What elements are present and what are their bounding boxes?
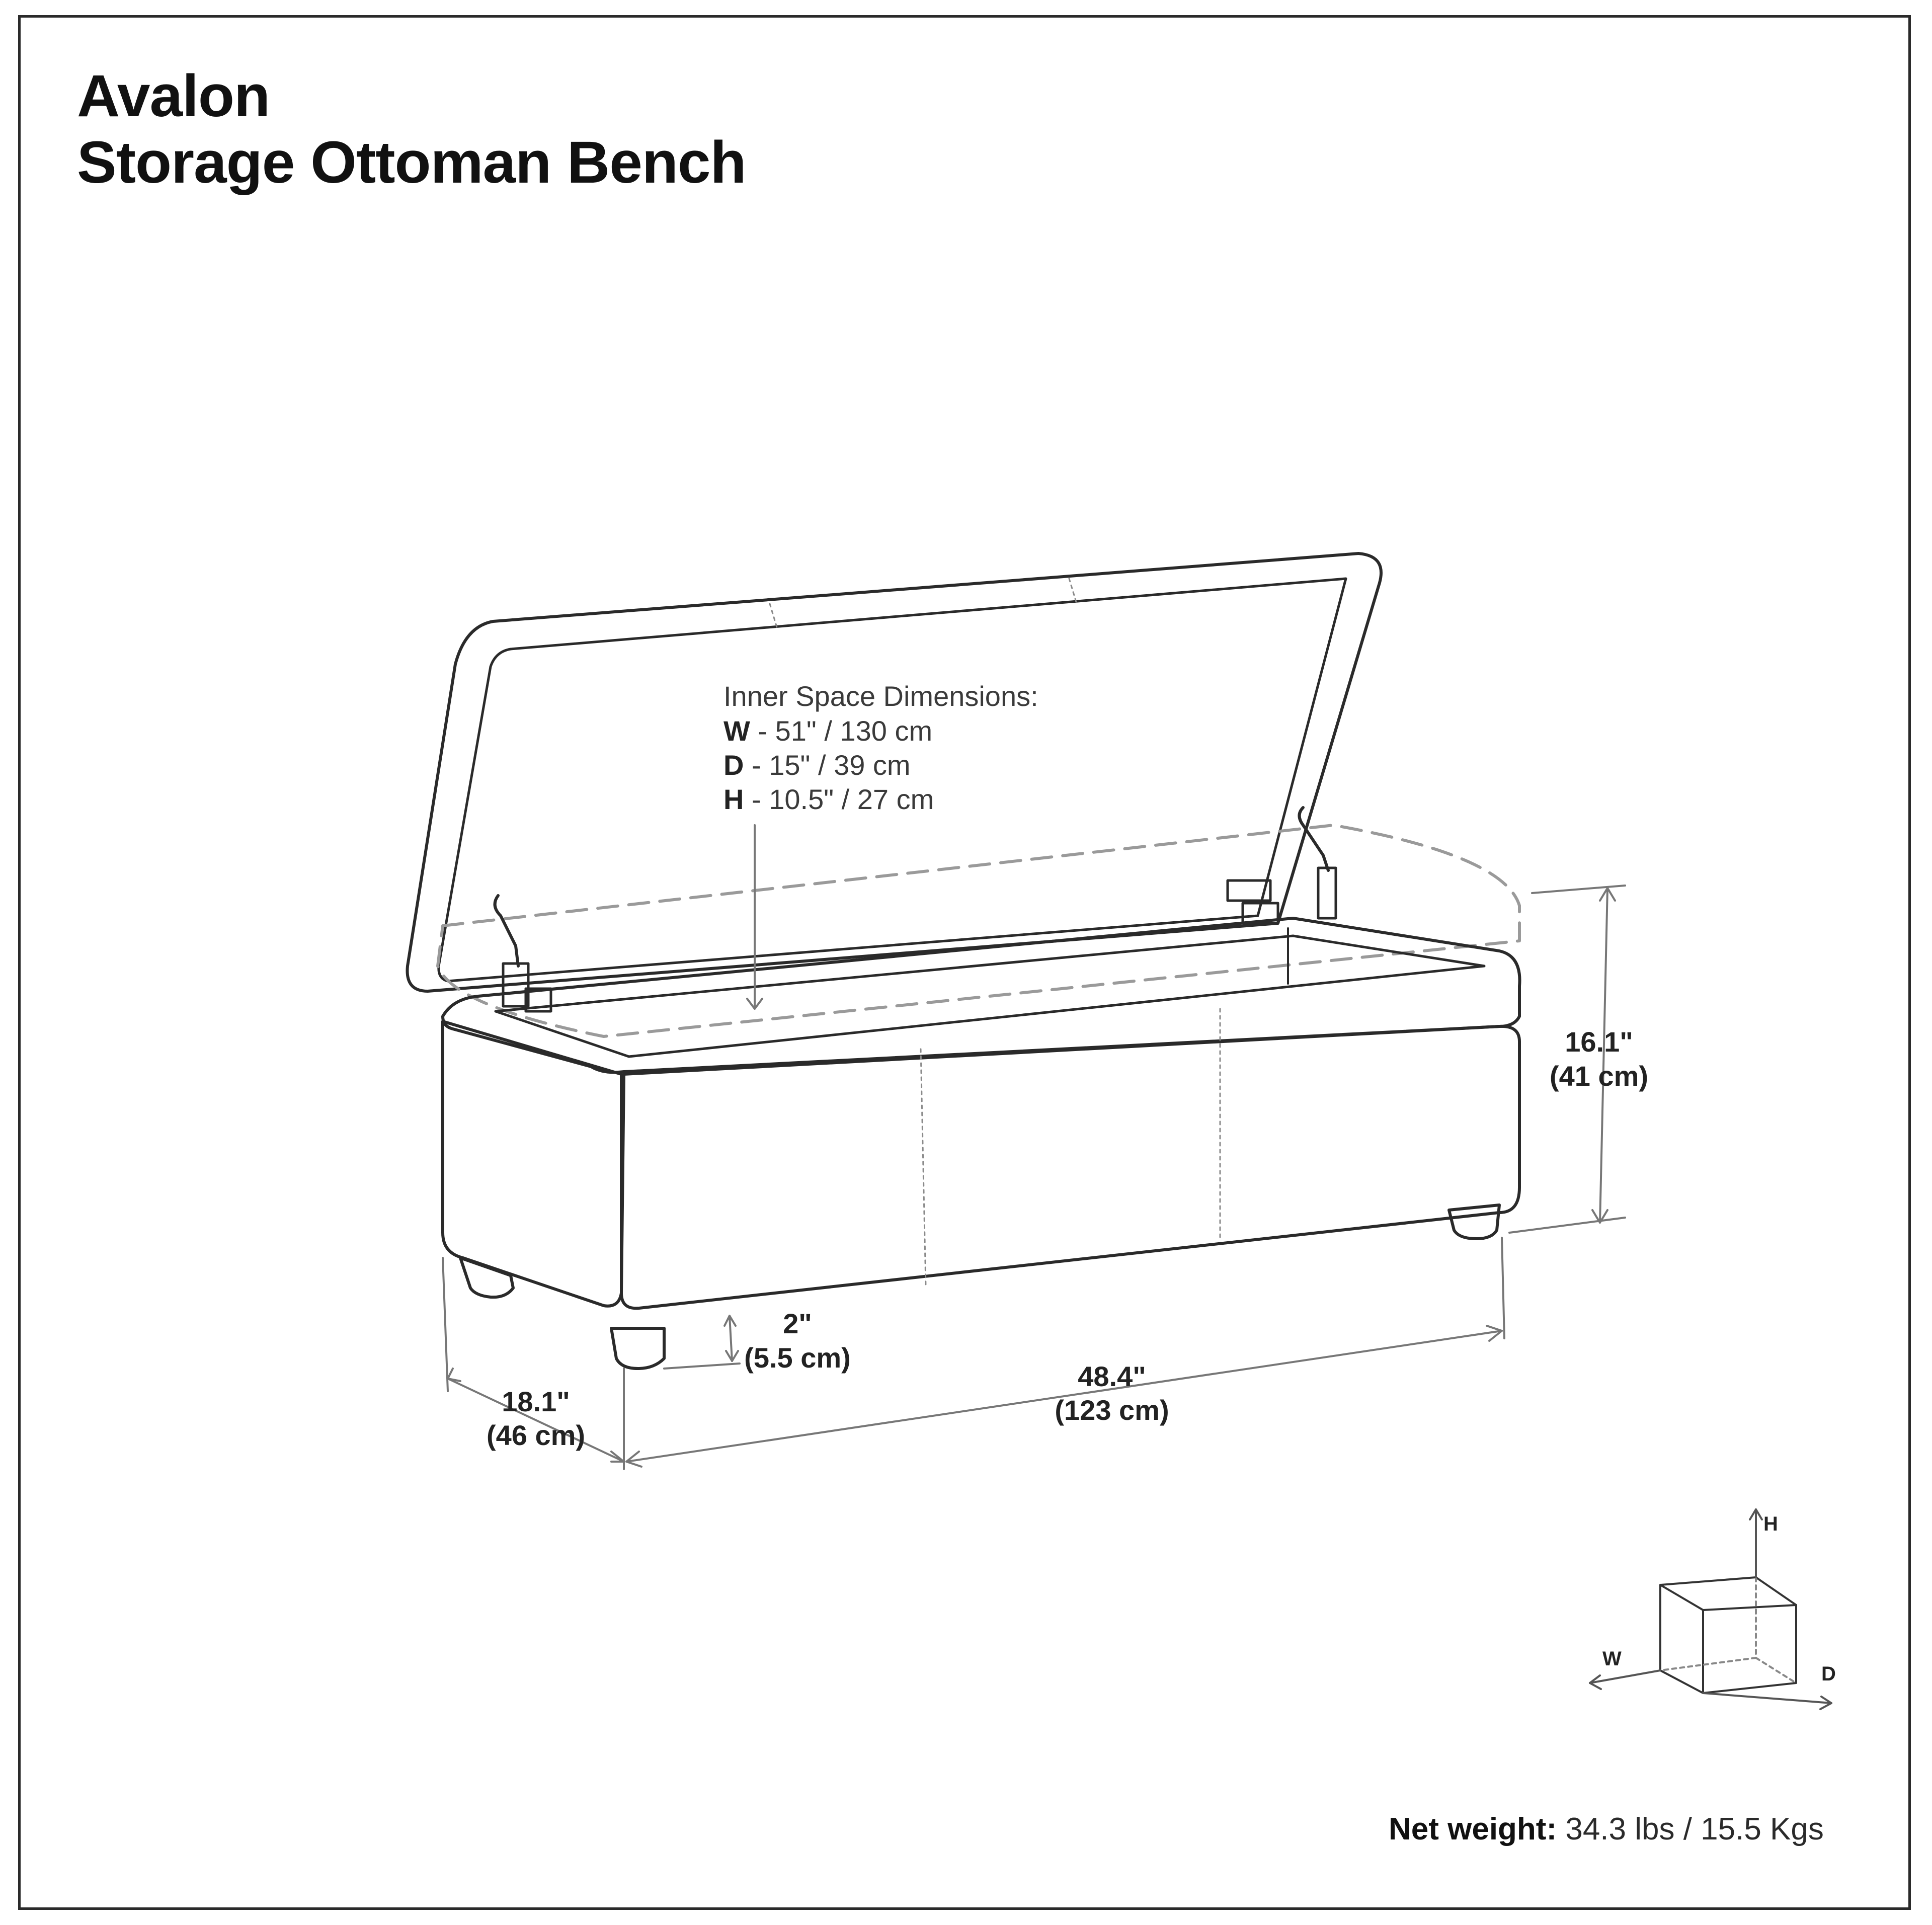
orientation-cube (1659, 1576, 1797, 1694)
height-arrow-top (1599, 887, 1616, 902)
inner-space-heading: Inner Space Dimensions: (723, 680, 1038, 712)
leg-cm: (5.5 cm) (744, 1342, 851, 1374)
net-weight-label: Net weight: (1389, 1812, 1557, 1847)
depth-ext (442, 1257, 449, 1392)
box-side (441, 1020, 623, 1308)
axis-w-label: W (1602, 1648, 1622, 1670)
width-inches: 48.4" (1078, 1360, 1146, 1392)
inner-space-height: H - 10.5" / 27 cm (723, 783, 934, 815)
inner-space-arrowhead (746, 998, 763, 1010)
leg-ext (663, 1362, 741, 1370)
hinge-right-plate (1317, 866, 1337, 920)
axis-w-line (1589, 1669, 1661, 1684)
leg-front-left (610, 1327, 666, 1370)
leg-arrow-top (723, 1315, 737, 1327)
inner-space-width: W - 51" / 130 cm (723, 715, 932, 747)
depth-arrow-right (610, 1451, 625, 1463)
width-ext-right (1501, 1237, 1505, 1339)
inner-space-depth: D - 15" / 39 cm (723, 749, 911, 781)
width-arrow-right (1486, 1325, 1503, 1342)
depth-inches: 18.1" (502, 1386, 570, 1417)
product-type: Storage Ottoman Bench (77, 129, 747, 196)
hinge-right-clip (1241, 902, 1279, 925)
height-ext-top (1531, 885, 1626, 894)
border-frame (18, 15, 1911, 1910)
box-top-rim (441, 917, 1521, 1074)
box-inner-rim (494, 934, 1486, 1058)
leg-back-left (459, 1256, 515, 1299)
depth-dim-line (447, 1378, 625, 1463)
width-cm: (123 cm) (1055, 1394, 1169, 1426)
net-weight: Net weight: 34.3 lbs / 15.5 Kgs (1389, 1811, 1824, 1847)
hinge-left (493, 894, 520, 968)
axis-w-arrow (1589, 1674, 1602, 1690)
width-arrow-left (625, 1451, 642, 1468)
height-cm: (41 cm) (1550, 1060, 1648, 1092)
closed-lid-outline (436, 824, 1521, 1038)
height-ext-bottom (1508, 1217, 1626, 1234)
axis-d-arrow (1819, 1696, 1832, 1710)
net-weight-value: 34.3 lbs / 15.5 Kgs (1557, 1812, 1824, 1847)
lid-outer (406, 552, 1383, 993)
axis-d-line (1702, 1692, 1832, 1704)
product-name: Avalon (77, 63, 270, 129)
axis-h-label: H (1763, 1513, 1778, 1535)
hinge-right (1298, 806, 1330, 872)
height-dim-line (1599, 887, 1608, 1224)
hinge-left-bracket (524, 987, 552, 1013)
front-stitch-1 (920, 1048, 927, 1287)
lid-stitch-2 (1068, 578, 1078, 605)
height-arrow-bottom (1591, 1209, 1608, 1224)
lid-stitch-1 (769, 603, 778, 630)
leg-right (1447, 1204, 1501, 1240)
leg-arrow-bottom (725, 1350, 739, 1362)
hinge-left-plate (502, 962, 530, 1008)
height-inches: 16.1" (1565, 1026, 1633, 1058)
width-dim-line (625, 1330, 1503, 1463)
depth-cm: (46 cm) (487, 1419, 585, 1451)
leg-dim-line (729, 1315, 733, 1362)
axis-d-label: D (1821, 1663, 1836, 1685)
depth-arrow-left (447, 1368, 461, 1382)
leg-inches: 2" (783, 1308, 812, 1339)
box-front (620, 1024, 1521, 1310)
hinge-right-bracket (1226, 879, 1272, 902)
axis-h-arrow (1749, 1508, 1763, 1520)
